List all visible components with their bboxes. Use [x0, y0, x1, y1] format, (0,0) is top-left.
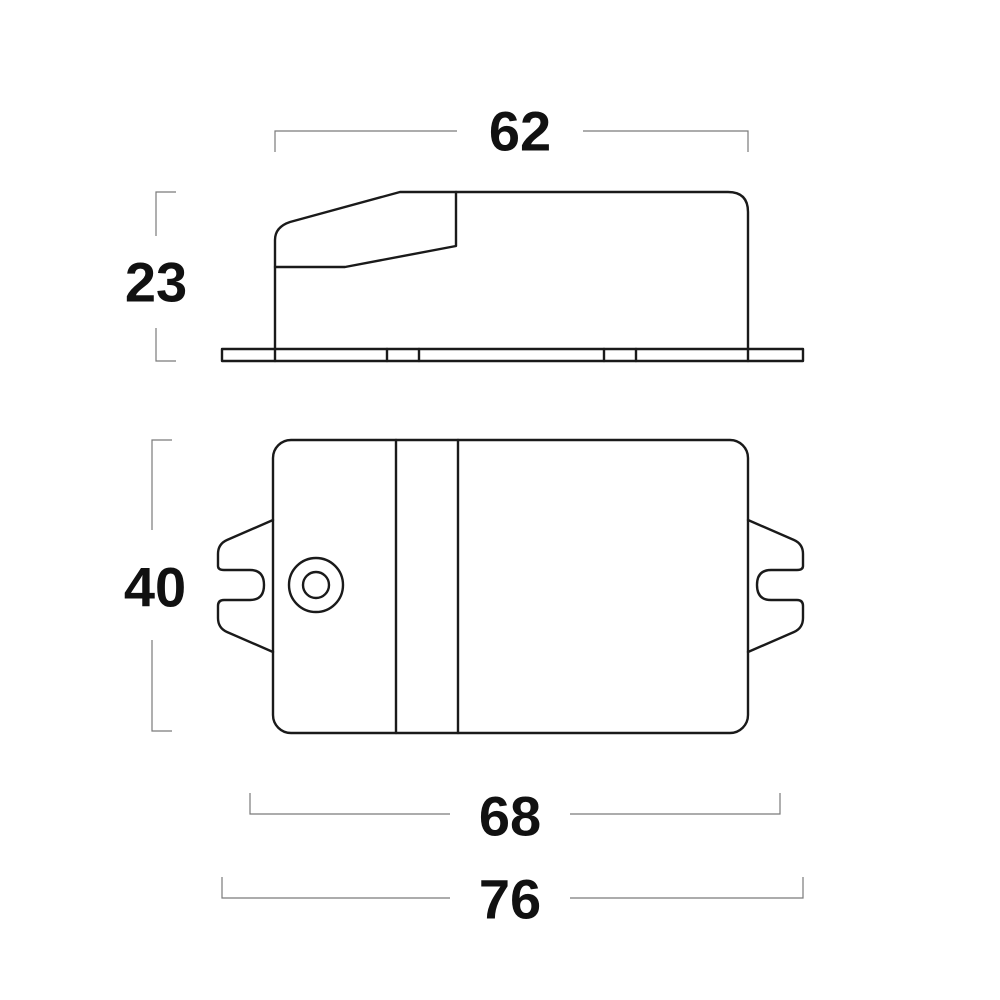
- screw-inner-ring: [301, 570, 331, 600]
- dimension-40-line: [151, 439, 172, 732]
- dimension-40: 40: [124, 439, 186, 732]
- dimension-62-line: [274, 130, 749, 152]
- dimension-68-line: [249, 793, 781, 815]
- dimension-62: 62: [274, 100, 749, 163]
- dimension-68-label: 68: [479, 785, 541, 848]
- dimension-23: 23: [125, 191, 187, 362]
- dimension-76-label: 76: [479, 868, 541, 931]
- left-mounting-ear: [216, 518, 275, 654]
- dimension-23-label: 23: [125, 251, 187, 314]
- screw-outer-ring: [287, 556, 345, 614]
- side-view: [220, 190, 805, 363]
- dimension-23-line: [155, 191, 176, 362]
- dimension-68: 68: [249, 785, 781, 848]
- right-mounting-ear: [746, 518, 805, 654]
- dimension-76-line: [221, 877, 804, 899]
- top-housing: [271, 438, 750, 735]
- dimension-62-label: 62: [489, 100, 551, 163]
- top-view: [216, 438, 805, 735]
- side-base-plate: [220, 347, 805, 363]
- dimension-40-label: 40: [124, 556, 186, 619]
- side-cover-panel: [273, 190, 458, 269]
- side-housing: [273, 190, 750, 351]
- dimension-76: 76: [221, 868, 804, 931]
